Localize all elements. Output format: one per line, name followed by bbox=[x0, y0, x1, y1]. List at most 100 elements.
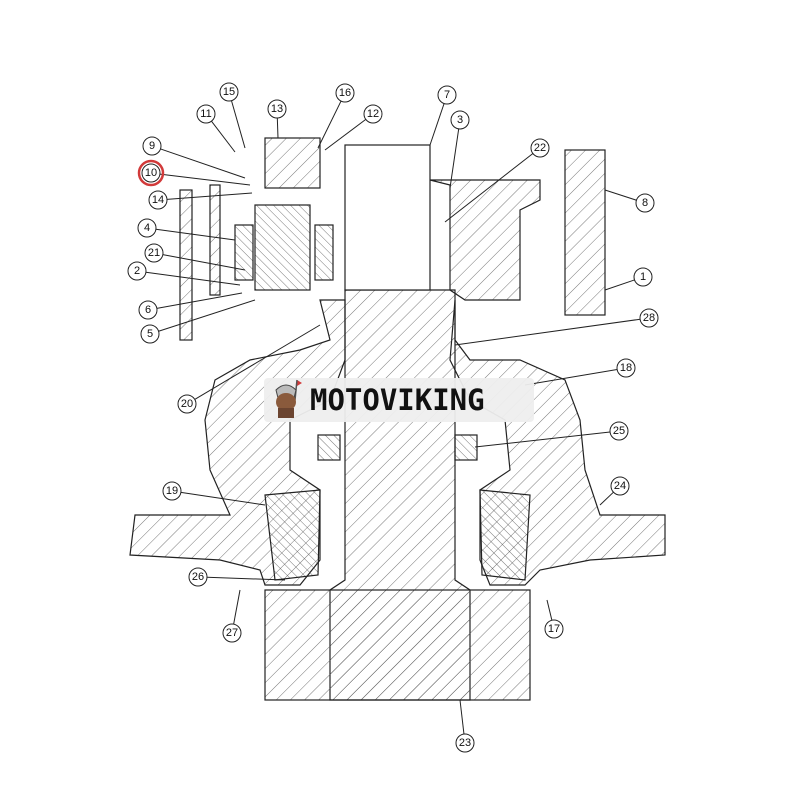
callout-label: 13 bbox=[271, 103, 283, 115]
callout-4: 4 bbox=[137, 218, 236, 241]
carrier bbox=[429, 179, 541, 301]
leader-line bbox=[166, 192, 253, 200]
callout-27: 27 bbox=[222, 589, 242, 643]
highlight-ring bbox=[137, 159, 165, 187]
callout-label: 6 bbox=[145, 304, 151, 316]
callout-label: 5 bbox=[147, 328, 153, 340]
callout-circle bbox=[142, 136, 162, 156]
callout-label: 4 bbox=[144, 222, 150, 234]
brand-name: MOTOVIKING bbox=[310, 383, 485, 417]
leader-line bbox=[546, 599, 553, 621]
callout-circle bbox=[530, 138, 550, 158]
leader-line bbox=[206, 576, 286, 581]
pinion-block bbox=[264, 589, 531, 701]
leader-line bbox=[454, 318, 641, 346]
callout-circle bbox=[196, 104, 216, 124]
callout-13: 13 bbox=[267, 99, 287, 139]
callout-12: 12 bbox=[324, 104, 383, 151]
callout-label: 27 bbox=[226, 627, 238, 639]
leader-line bbox=[155, 228, 236, 241]
callout-label: 7 bbox=[444, 89, 450, 101]
callout-label: 8 bbox=[642, 197, 648, 209]
callout-label: 23 bbox=[459, 737, 471, 749]
leader-line bbox=[160, 148, 246, 179]
callout-label: 18 bbox=[620, 362, 632, 374]
callout-16: 16 bbox=[317, 83, 355, 149]
callout-circle bbox=[219, 82, 239, 102]
callout-28: 28 bbox=[454, 308, 659, 346]
callout-label: 11 bbox=[200, 108, 211, 120]
leader-line bbox=[474, 431, 611, 448]
leader-line bbox=[524, 369, 618, 386]
callout-circle bbox=[639, 308, 659, 328]
side-plate-left bbox=[179, 189, 193, 341]
callout-label: 3 bbox=[457, 114, 463, 126]
callout-circle bbox=[633, 267, 653, 287]
side-plate-left-2 bbox=[209, 184, 221, 296]
callout-25: 25 bbox=[474, 421, 629, 448]
leader-line bbox=[180, 491, 266, 506]
callout-circle bbox=[137, 218, 157, 238]
callout-label: 14 bbox=[152, 194, 164, 206]
callout-circle bbox=[127, 261, 147, 281]
callout-circle bbox=[267, 99, 287, 119]
leader-line bbox=[159, 173, 251, 186]
callout-label: 16 bbox=[339, 87, 351, 99]
leader-line bbox=[459, 699, 465, 735]
callout-9: 9 bbox=[142, 136, 246, 179]
leader-line bbox=[211, 120, 236, 153]
leader-line bbox=[429, 103, 445, 146]
callout-circle bbox=[141, 163, 161, 183]
callout-circle bbox=[138, 300, 158, 320]
callout-circle bbox=[222, 623, 242, 643]
callout-15: 15 bbox=[219, 82, 246, 149]
callout-label: 19 bbox=[166, 485, 178, 497]
callout-17: 17 bbox=[544, 599, 564, 639]
leader-line bbox=[604, 279, 635, 291]
leader-line bbox=[233, 589, 241, 625]
seal-right bbox=[454, 434, 478, 461]
planet-bearing-l bbox=[234, 224, 254, 281]
drive-shaft bbox=[344, 144, 431, 291]
callout-label: 2 bbox=[134, 265, 140, 277]
seal-left bbox=[317, 434, 341, 461]
callout-label: 15 bbox=[223, 86, 235, 98]
callout-circle bbox=[635, 193, 655, 213]
callout-22: 22 bbox=[444, 138, 550, 223]
callout-23: 23 bbox=[455, 699, 475, 753]
leader-line bbox=[317, 100, 342, 149]
leader-line bbox=[156, 292, 243, 309]
callout-label: 21 bbox=[148, 247, 160, 259]
callout-label: 9 bbox=[149, 140, 155, 152]
callout-26: 26 bbox=[188, 567, 286, 587]
callout-circle bbox=[437, 85, 457, 105]
callout-1: 1 bbox=[604, 267, 653, 291]
callout-2: 2 bbox=[127, 261, 241, 286]
bearing-right bbox=[479, 489, 531, 581]
callout-8: 8 bbox=[604, 189, 655, 213]
callout-14: 14 bbox=[148, 190, 253, 210]
callout-18: 18 bbox=[524, 358, 636, 386]
sun-gear bbox=[254, 204, 311, 291]
callout-circle bbox=[335, 83, 355, 103]
callout-19: 19 bbox=[162, 481, 266, 506]
callout-10: 10 bbox=[137, 159, 251, 187]
leader-line bbox=[444, 153, 534, 223]
callout-circle bbox=[148, 190, 168, 210]
leader-line bbox=[599, 491, 614, 506]
leader-line bbox=[158, 299, 256, 332]
callout-label: 28 bbox=[643, 312, 655, 324]
callout-circle bbox=[616, 358, 636, 378]
callout-circle bbox=[188, 567, 208, 587]
ring-gear-8 bbox=[564, 149, 606, 316]
bearings bbox=[234, 224, 531, 581]
leader-line bbox=[276, 117, 279, 139]
callout-20: 20 bbox=[177, 324, 321, 414]
callout-21: 21 bbox=[144, 243, 246, 271]
leader-line bbox=[145, 271, 241, 286]
leader-line bbox=[194, 324, 321, 400]
leader-line bbox=[324, 119, 367, 151]
bearing-left bbox=[264, 489, 321, 581]
